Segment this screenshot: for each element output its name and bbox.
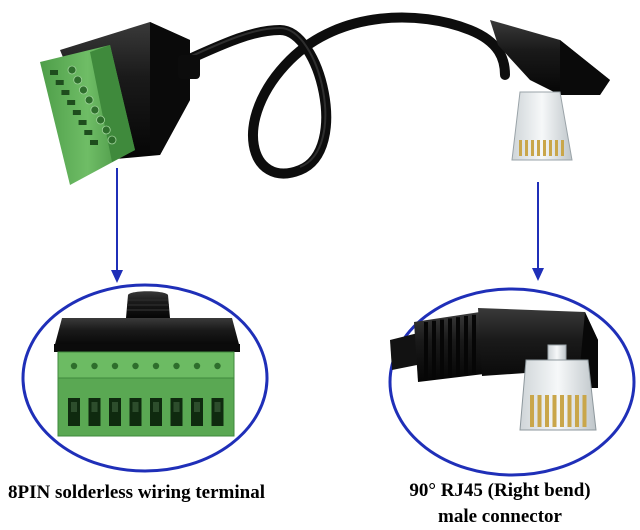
wire-slot <box>50 70 58 75</box>
boot-rib <box>440 319 444 378</box>
screw-hole <box>84 95 94 105</box>
boot-rib <box>464 316 468 374</box>
terminal-block-top <box>40 45 135 185</box>
screw-hole <box>90 105 100 115</box>
screw-hole <box>173 362 180 370</box>
screw-hole <box>152 362 160 370</box>
screw-hole <box>107 135 117 145</box>
wire-slot-clamp <box>132 402 139 412</box>
rj45-contact <box>567 395 572 427</box>
screw-hole <box>96 115 105 125</box>
wire-slot-clamp <box>214 402 221 412</box>
screw-hole <box>111 362 119 370</box>
wire-slot-clamp <box>91 402 98 412</box>
rj45-contact <box>537 395 542 427</box>
rj45-contact <box>537 140 540 156</box>
screw-hole <box>79 85 88 95</box>
zoom-circle-terminal <box>21 283 269 473</box>
boot-rib <box>456 317 460 376</box>
wire-slot-clamp <box>112 402 118 412</box>
cable <box>165 12 510 179</box>
wire-slot-clamp <box>71 402 77 412</box>
wire-slot <box>84 130 93 135</box>
rj45-contact <box>582 395 587 427</box>
rj45-contact <box>575 395 579 427</box>
wire-slot <box>78 120 87 125</box>
rj45-contact <box>545 395 549 427</box>
wire-slot-clamp <box>173 402 180 412</box>
screw-hole <box>101 125 111 135</box>
screw-hole <box>70 362 78 370</box>
callout-arrow-right <box>532 182 544 281</box>
wire-slot-clamp <box>153 402 159 412</box>
boot-rib <box>472 314 476 373</box>
screw-hole <box>132 362 139 370</box>
rj45-contact <box>561 140 564 156</box>
rj45-caption-line1: 90° RJ45 (Right bend) <box>409 480 591 501</box>
boot-rib <box>424 322 428 380</box>
terminal-caption: 8PIN solderless wiring terminal <box>8 482 266 503</box>
screw-hole <box>67 65 77 75</box>
wire-slot <box>90 140 98 145</box>
wire-slot-clamp <box>194 402 200 412</box>
rj45-contact <box>543 140 546 156</box>
screw-hole <box>91 362 98 370</box>
wire-slot <box>67 100 76 105</box>
wire-slot <box>55 80 64 85</box>
wire-slot <box>61 90 70 95</box>
rj45-caption: 90° RJ45 (Right bend) male connector <box>380 478 620 530</box>
rj45-plug-top <box>490 20 610 161</box>
callout-arrow-left <box>111 168 123 283</box>
boot-rib <box>448 318 452 377</box>
rj45-contact <box>560 395 564 427</box>
screw-hole <box>73 75 83 85</box>
rj45-contact <box>530 395 534 427</box>
zoom-circle-rj45 <box>388 287 636 477</box>
rj45-contact <box>552 395 557 427</box>
rj45-contact <box>519 140 522 156</box>
rj45-caption-line2: male connector <box>438 506 562 527</box>
rj45-contact <box>549 140 552 156</box>
screw-hole <box>193 362 201 370</box>
wire-slot <box>72 110 81 115</box>
rj45-contact <box>525 140 528 156</box>
rj45-contact <box>531 140 534 156</box>
boot-rib <box>432 320 436 379</box>
rj45-contact <box>555 140 558 156</box>
screw-hole <box>214 362 221 370</box>
